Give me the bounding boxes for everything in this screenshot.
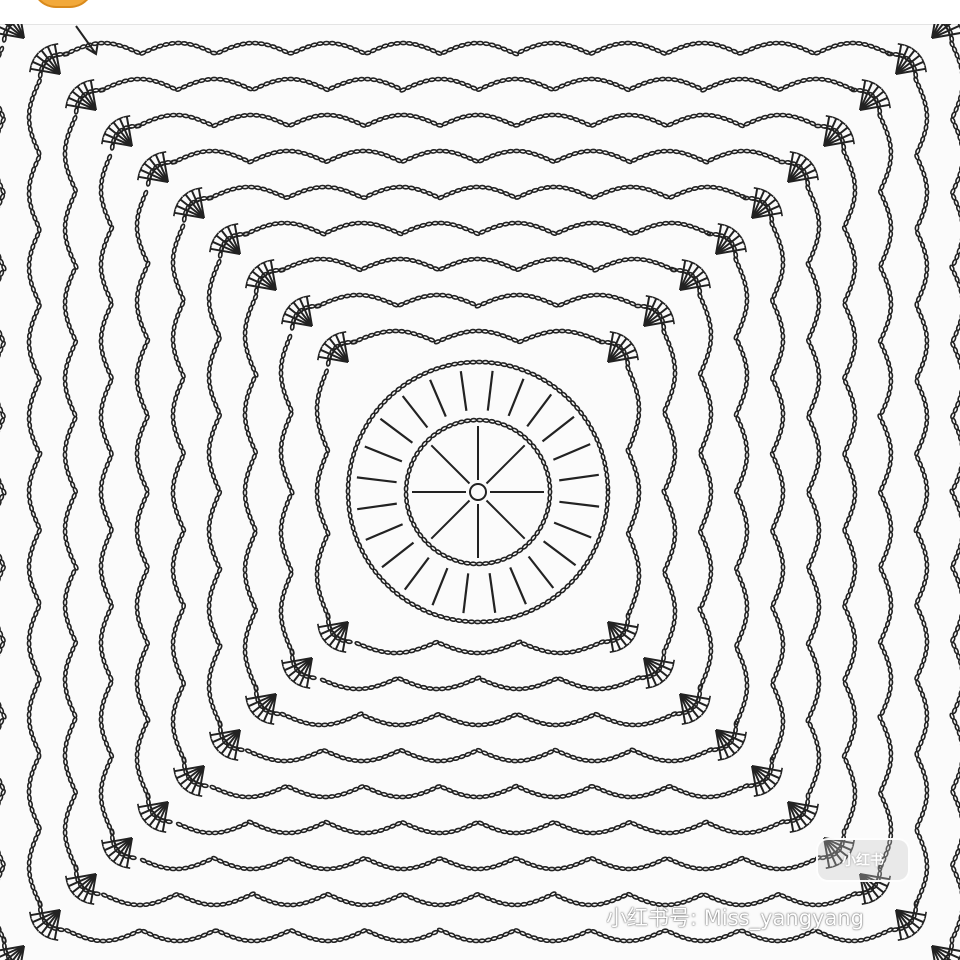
round-5-side-4-chain: [278, 333, 295, 656]
round-13-corner-top-left-shell: [0, 24, 25, 39]
round-12-corner-top-left-shell: [29, 43, 61, 75]
round-10-corner-top-left-shell: [101, 115, 133, 147]
round-4-corner-top-left-shell: [317, 331, 349, 363]
round-8-side-2-chain: [769, 220, 786, 761]
round-3-chain: [345, 359, 611, 625]
round-10-side-4-chain: [98, 153, 115, 836]
round-4-corner-bottom-right-shell: [607, 621, 639, 653]
round-7-side-1-chain: [242, 220, 712, 237]
round-7-side-3-chain: [244, 747, 714, 764]
crochet-chart: [0, 24, 960, 960]
round-9-side-3-chain: [175, 819, 786, 836]
round-5-corner-bottom-left-shell: [281, 657, 313, 689]
round-6-side-2-chain: [697, 292, 714, 691]
round-11-side-4-chain: [62, 114, 79, 872]
round-5-side-3-chain: [319, 675, 642, 692]
round-9-corner-top-left-shell: [137, 151, 169, 183]
round-10-side-1-chain: [134, 112, 817, 129]
round-10-side-2-chain: [841, 148, 858, 831]
round-9-side-2-chain: [805, 184, 822, 795]
avatar[interactable]: [32, 0, 94, 8]
round-4-corner-bottom-left-chain: [325, 612, 353, 645]
round-5-corner-top-left-shell: [281, 295, 313, 327]
round-7-corner-top-right-shell: [715, 223, 747, 255]
round-11-corner-top-left-shell: [65, 79, 97, 111]
round-4-side-2-chain: [625, 364, 642, 616]
round-7-side-4-chain: [206, 258, 223, 728]
watermark-logo: 小红书: [816, 838, 910, 882]
round-13-corner-top-right-shell: [931, 24, 960, 39]
round-8-corner-top-left-shell: [173, 187, 205, 219]
round-11-side-1-chain: [98, 76, 856, 93]
round-10-corner-top-right-shell: [823, 115, 855, 147]
round-8-corner-top-right-shell: [751, 187, 783, 219]
round-4-side-1-chain: [350, 328, 602, 345]
round-12-side-4-chain: [26, 78, 43, 908]
round-7-side-2-chain: [733, 256, 750, 726]
round-4-side-3-chain: [354, 639, 606, 656]
round-6-corner-top-left-shell: [245, 259, 277, 291]
round-12-side-3-chain: [64, 927, 894, 944]
round-11-side-2-chain: [877, 112, 894, 870]
round-12-corner-top-right-shell: [895, 43, 927, 75]
round-8-side-4-chain: [170, 223, 187, 764]
round-9-corner-bottom-left-chain: [145, 792, 173, 825]
start-arrow: [75, 25, 99, 56]
round-9-corner-top-right-shell: [787, 151, 819, 183]
round-9-corner-bottom-right-shell: [787, 801, 819, 833]
round-6-corner-bottom-right-shell: [679, 693, 711, 725]
round-6-corner-top-right-shell: [679, 259, 711, 291]
center-spokes: [412, 426, 544, 558]
round-6-corner-bottom-left-shell: [245, 693, 277, 725]
round-4-side-4-chain: [314, 368, 331, 620]
round-8-corner-bottom-right-shell: [751, 765, 783, 797]
round-7-corner-bottom-left-shell: [209, 729, 241, 761]
round-13-corner-bottom-right-shell: [931, 945, 960, 960]
round-4-corner-bottom-left-shell: [317, 621, 349, 653]
round-12-corner-bottom-left-shell: [29, 909, 61, 941]
round-8-corner-bottom-left-shell: [173, 765, 205, 797]
round-11-corner-bottom-right-shell: [859, 873, 891, 905]
round-2-chain: [403, 417, 553, 567]
round-6-side-3-chain: [279, 711, 678, 728]
round-7-corner-bottom-right-shell: [715, 729, 747, 761]
round-8-side-3-chain: [209, 783, 750, 800]
round-12-side-2-chain: [913, 76, 930, 906]
round-10-side-3-chain: [139, 855, 822, 872]
round-7-corner-top-left-shell: [209, 223, 241, 255]
round-11-corner-top-right-shell: [859, 79, 891, 111]
round-5-corner-top-right-shell: [643, 295, 675, 327]
round-6-side-4-chain: [242, 293, 259, 692]
round-11-corner-bottom-left-shell: [65, 873, 97, 905]
round-9-corner-bottom-left-shell: [137, 801, 169, 833]
top-bar: [0, 0, 960, 25]
round-9-side-4-chain: [134, 189, 151, 800]
round-9-side-1-chain: [170, 148, 781, 165]
center-ring: [469, 483, 487, 501]
round-5-corner-bottom-right-shell: [643, 657, 675, 689]
round-12-corner-bottom-right-shell: [895, 909, 927, 941]
round-13-side-4-chain: [0, 45, 7, 944]
round-13-side-2-chain: [949, 40, 960, 939]
round-5-side-2-chain: [661, 328, 678, 651]
round-3-stitches: [356, 370, 600, 614]
round-8-side-1-chain: [206, 184, 747, 201]
round-5-side-1-chain: [314, 292, 637, 309]
round-10-corner-bottom-left-shell: [101, 837, 133, 869]
watermark-text: 小红书号: Miss_yangyang: [606, 906, 864, 930]
round-6-side-1-chain: [278, 256, 677, 273]
crochet-diagram: [0, 24, 960, 960]
round-11-side-3-chain: [100, 891, 858, 908]
round-12-side-1-chain: [62, 40, 892, 57]
round-4-corner-top-right-shell: [607, 331, 639, 363]
